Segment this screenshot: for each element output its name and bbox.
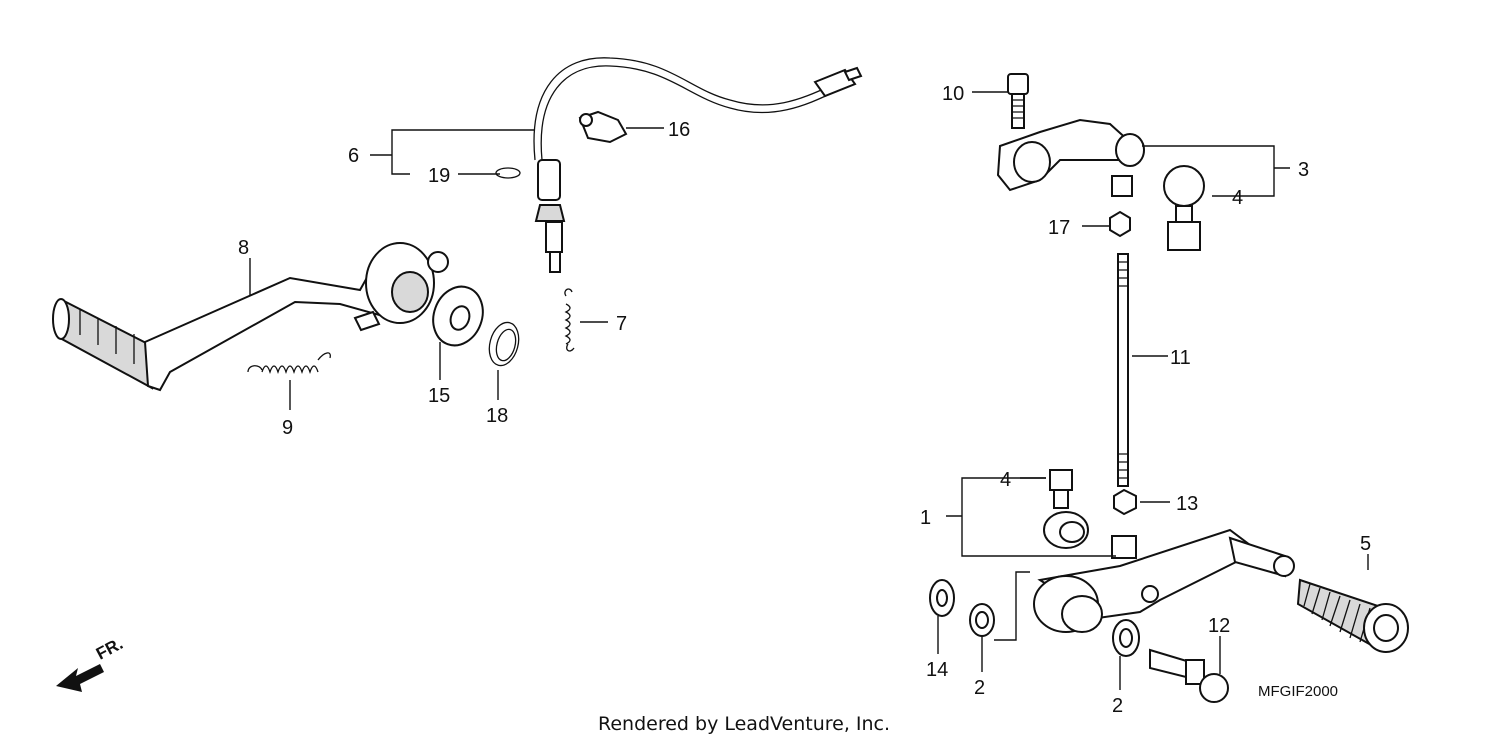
- part-7-switch-spring[interactable]: [564, 288, 575, 352]
- part-3-shift-arm[interactable]: [996, 118, 1145, 197]
- front-direction-arrow-icon: FR.: [56, 634, 126, 692]
- callout-14: 14: [926, 659, 948, 681]
- part-15-washer[interactable]: [425, 280, 491, 353]
- part-8-brake-pedal[interactable]: [52, 242, 449, 392]
- callout-2-right: 2: [1112, 695, 1123, 717]
- callout-6: 6: [348, 145, 359, 167]
- callout-18: 18: [486, 405, 508, 427]
- part-17-nut[interactable]: [1109, 210, 1131, 238]
- callout-10: 10: [942, 83, 964, 105]
- part-10-bolt[interactable]: [1007, 73, 1029, 129]
- callout-2-left: 2: [974, 677, 985, 699]
- callout-13: 13: [1176, 493, 1198, 515]
- callout-4-upper: 4: [1232, 187, 1243, 209]
- part-14-washer[interactable]: [929, 579, 955, 617]
- callout-9: 9: [282, 417, 293, 439]
- part-18-snap-ring[interactable]: [485, 319, 523, 369]
- diagram-code: MFGIF2000: [1258, 683, 1338, 700]
- part-5-shift-rubber[interactable]: [1296, 578, 1409, 653]
- part-2-washer-left[interactable]: [969, 603, 995, 637]
- part-19-band[interactable]: [495, 167, 521, 179]
- part-16-harness-clamp[interactable]: [578, 110, 628, 144]
- part-12-pivot-bolt[interactable]: [1149, 648, 1229, 703]
- part-13-nut[interactable]: [1113, 488, 1137, 516]
- part-6-brake-switch-harness[interactable]: [533, 57, 863, 273]
- part-1-shift-pedal[interactable]: [1033, 528, 1295, 633]
- callout-16: 16: [668, 119, 690, 141]
- callout-19: 19: [428, 165, 450, 187]
- callout-12: 12: [1208, 615, 1230, 637]
- part-4-ball-joint-lower[interactable]: [1043, 469, 1089, 549]
- callout-17: 17: [1048, 217, 1070, 239]
- callout-1: 1: [920, 507, 931, 529]
- part-9-return-spring[interactable]: [247, 352, 331, 375]
- leader-lines: [249, 91, 1369, 690]
- render-credit: Rendered by LeadVenture, Inc.: [598, 713, 890, 735]
- front-arrow-label: FR.: [93, 634, 126, 664]
- callout-7: 7: [616, 313, 627, 335]
- part-4-ball-joint-upper[interactable]: [1163, 165, 1205, 251]
- part-11-tie-rod[interactable]: [1117, 253, 1129, 487]
- callout-11: 11: [1170, 347, 1191, 369]
- callout-5: 5: [1360, 533, 1371, 555]
- callout-15: 15: [428, 385, 450, 407]
- callout-3: 3: [1298, 159, 1309, 181]
- callout-8: 8: [238, 237, 249, 259]
- callout-4-lower: 4: [1000, 469, 1011, 491]
- part-2-washer-right[interactable]: [1112, 619, 1140, 657]
